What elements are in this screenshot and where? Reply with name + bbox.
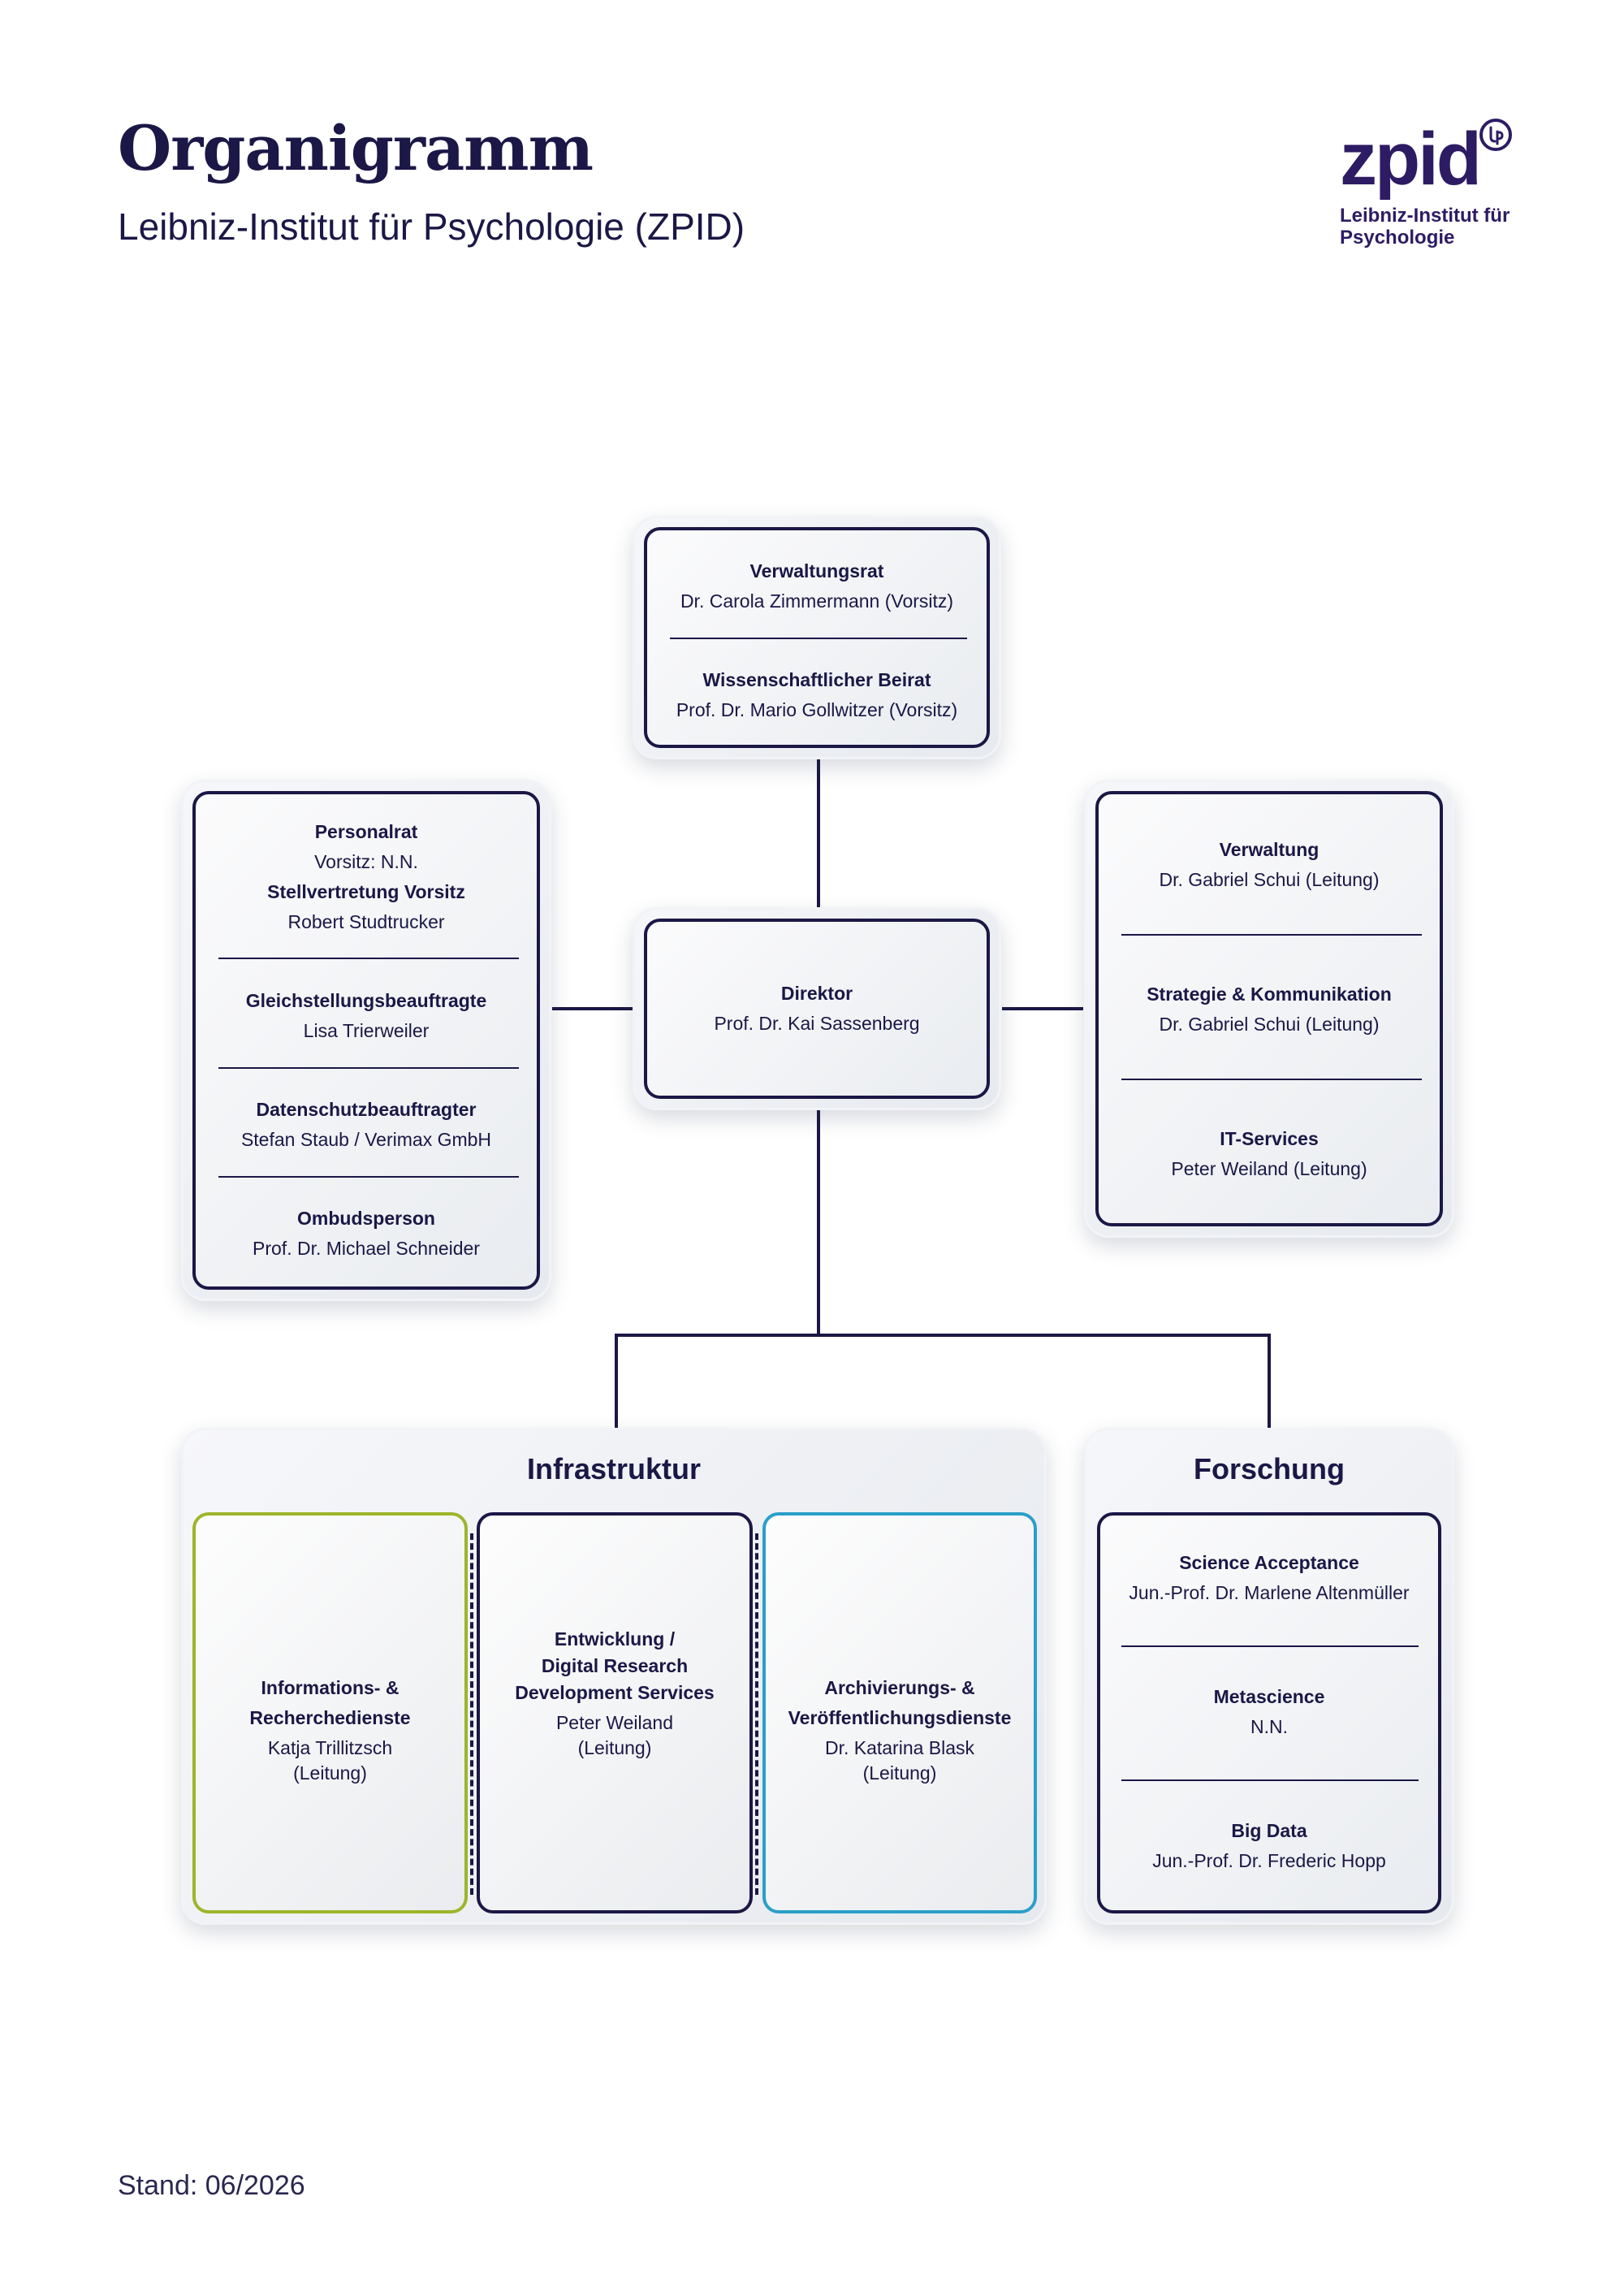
info-line-1: Informations- & [261,1677,400,1698]
page-title: Organigramm [118,112,594,184]
strategy-title: Strategie & Kommunikation [1147,984,1392,1005]
strategy-person: Dr. Gabriel Schui (Leitung) [1159,1014,1380,1035]
meta-title: Metascience [1213,1686,1325,1707]
infrastruktur-title: Infrastruktur [526,1452,702,1485]
sa-person: Jun.-Prof. Dr. Marlene Altenmüller [1129,1582,1410,1603]
meta-person: N.N. [1250,1716,1288,1737]
dev-person-2: (Leitung) [577,1737,652,1758]
connector-horizontal-bar [615,1334,1271,1337]
personalrat-title: Personalrat [314,821,418,842]
forschung-divider-1 [1121,1645,1419,1647]
stand-date: Stand: 06/2026 [118,2170,305,2201]
connector-to-infrastruktur [615,1334,618,1429]
dashed-link-2 [755,1533,758,1895]
privacy-person: Stefan Staub / Verimax GmbH [240,1129,492,1150]
logo-line-1: Leibniz-Institut für [1340,205,1510,227]
personalrat-chair: Vorsitz: N.N. [314,851,418,872]
director-box: Direktor Prof. Dr. Kai Sassenberg [644,919,990,1099]
boards-card: Verwaltungsrat Dr. Carola Zimmermann (Vo… [633,516,1001,759]
info-unit: Informations- & Recherchedienste Katja T… [192,1512,468,1913]
arch-person-2: (Leitung) [862,1762,937,1784]
arch-person-1: Dr. Katarina Blask [824,1737,975,1758]
dev-person-1: Peter Weiland [555,1712,674,1733]
staff-card: Personalrat Vorsitz: N.N. Stellvertretun… [181,780,551,1301]
logo-subtitle: Leibniz-Institut für Psychologie [1340,205,1510,249]
privacy-title: Datenschutzbeauftragter [256,1099,477,1120]
beirat-title: Wissenschaftlicher Beirat [702,669,931,690]
director-card: Direktor Prof. Dr. Kai Sassenberg [633,907,1001,1110]
equality-title: Gleichstellungsbeauftragte [245,990,487,1011]
staff-box: Personalrat Vorsitz: N.N. Stellvertretun… [192,791,540,1290]
it-title: IT-Services [1220,1128,1319,1149]
connector-director-down [817,1109,820,1335]
dev-unit: Entwicklung / Digital Research Developme… [477,1512,753,1913]
equality-person: Lisa Trierweiler [303,1020,430,1041]
beirat-person: Prof. Dr. Mario Gollwitzer (Vorsitz) [676,699,958,720]
logo-line-2: Psychologie [1340,227,1455,249]
director-title: Direktor [780,983,853,1004]
bd-title: Big Data [1231,1820,1307,1841]
dev-line-2: Digital Research [541,1655,689,1676]
admin-divider-2 [1121,1079,1422,1080]
info-person-1: Katja Trillitzsch [267,1737,393,1758]
dev-line-3: Development Services [515,1682,715,1703]
lp-circle-icon [1479,119,1512,151]
staff-divider-1 [218,958,519,959]
verwaltungsrat-person: Dr. Carola Zimmermann (Vorsitz) [680,590,954,612]
logo-word: zpid [1340,118,1482,201]
boards-box: Verwaltungsrat Dr. Carola Zimmermann (Vo… [644,527,990,748]
infrastruktur-card: Infrastruktur Informations- & Recherched… [181,1428,1047,1925]
connector-boards-director [817,759,820,908]
staff-divider-2 [218,1067,519,1069]
info-line-2: Recherchedienste [249,1707,411,1728]
admin-card: Verwaltung Dr. Gabriel Schui (Leitung) S… [1084,780,1454,1238]
deputy-title: Stellvertretung Vorsitz [267,881,465,902]
forschung-box: Science Acceptance Jun.-Prof. Dr. Marlen… [1097,1512,1441,1913]
staff-divider-3 [218,1176,519,1178]
sa-title: Science Acceptance [1179,1552,1359,1573]
verwaltung-person: Dr. Gabriel Schui (Leitung) [1159,869,1380,890]
page-subtitle: Leibniz-Institut für Psychologie (ZPID) [118,205,745,248]
admin-box: Verwaltung Dr. Gabriel Schui (Leitung) S… [1095,791,1443,1226]
forschung-divider-2 [1121,1779,1419,1781]
deputy-person: Robert Studtrucker [287,911,445,932]
zpid-logo: zpid Leibniz-Institut für Psychologie [1332,114,1527,260]
connector-to-forschung [1268,1334,1271,1429]
arch-unit: Archivierungs- & Veröffentlichungsdienst… [762,1512,1037,1913]
ombud-title: Ombudsperson [297,1208,435,1229]
ombud-person: Prof. Dr. Michael Schneider [253,1238,480,1259]
bd-person: Jun.-Prof. Dr. Frederic Hopp [1152,1850,1386,1871]
arch-line-2: Veröffentlichungsdienste [788,1707,1012,1728]
connector-director-admin [1002,1007,1083,1010]
arch-line-1: Archivierungs- & [824,1677,975,1698]
director-person: Prof. Dr. Kai Sassenberg [714,1013,920,1034]
dev-line-1: Entwicklung / [554,1628,676,1650]
forschung-card: Forschung Science Acceptance Jun.-Prof. … [1084,1428,1454,1925]
admin-divider-1 [1121,934,1422,936]
verwaltungsrat-title: Verwaltungsrat [749,560,884,582]
info-person-2: (Leitung) [293,1762,367,1784]
dashed-link-1 [470,1533,473,1895]
it-person: Peter Weiland (Leitung) [1171,1158,1367,1179]
forschung-title: Forschung [1194,1452,1345,1485]
verwaltung-title: Verwaltung [1219,839,1320,860]
boards-divider [670,638,967,639]
connector-staff-director [552,1007,635,1010]
